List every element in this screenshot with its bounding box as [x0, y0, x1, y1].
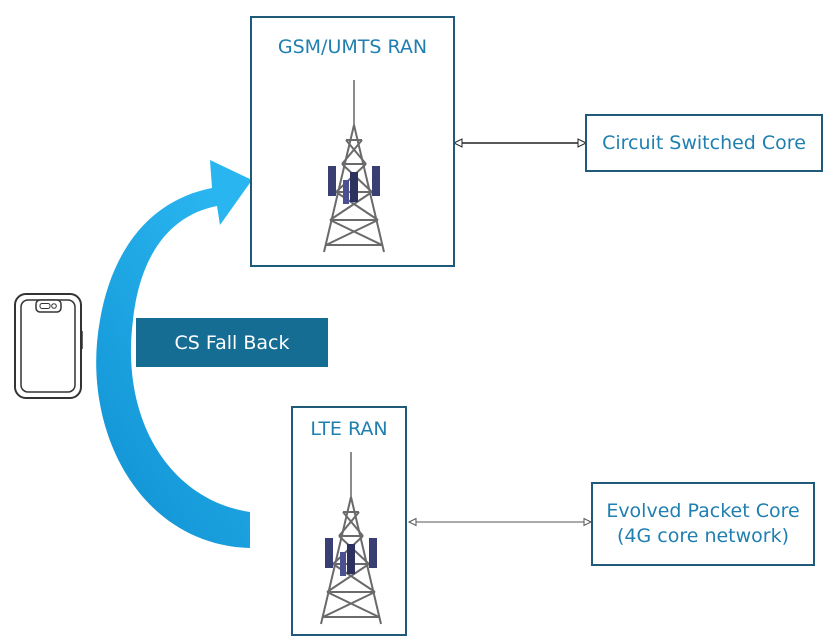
gsm-umts-ran-title: GSM/UMTS RAN: [277, 36, 428, 58]
double-arrow-icon: [407, 517, 593, 527]
circuit-switched-core-box: Circuit Switched Core: [585, 114, 823, 172]
cell-tower-icon: [323, 80, 385, 253]
curved-arrow-icon: [96, 160, 252, 548]
gsm-umts-ran-box: GSM/UMTS RAN: [250, 16, 455, 267]
evolved-packet-core-sublabel: (4G core network): [616, 525, 790, 547]
lte-ran-title: LTE RAN: [310, 418, 388, 440]
evolved-packet-core-label: Evolved Packet Core: [606, 500, 800, 522]
circuit-switched-core-label: Circuit Switched Core: [602, 131, 806, 154]
cs-fall-back-label: CS Fall Back: [136, 318, 328, 367]
smartphone-icon: [14, 293, 83, 399]
double-arrow-icon: [452, 138, 588, 148]
evolved-packet-core-box: Evolved Packet Core (4G core network): [591, 482, 815, 566]
cell-tower-icon: [320, 452, 382, 625]
lte-ran-box: LTE RAN: [291, 406, 407, 636]
